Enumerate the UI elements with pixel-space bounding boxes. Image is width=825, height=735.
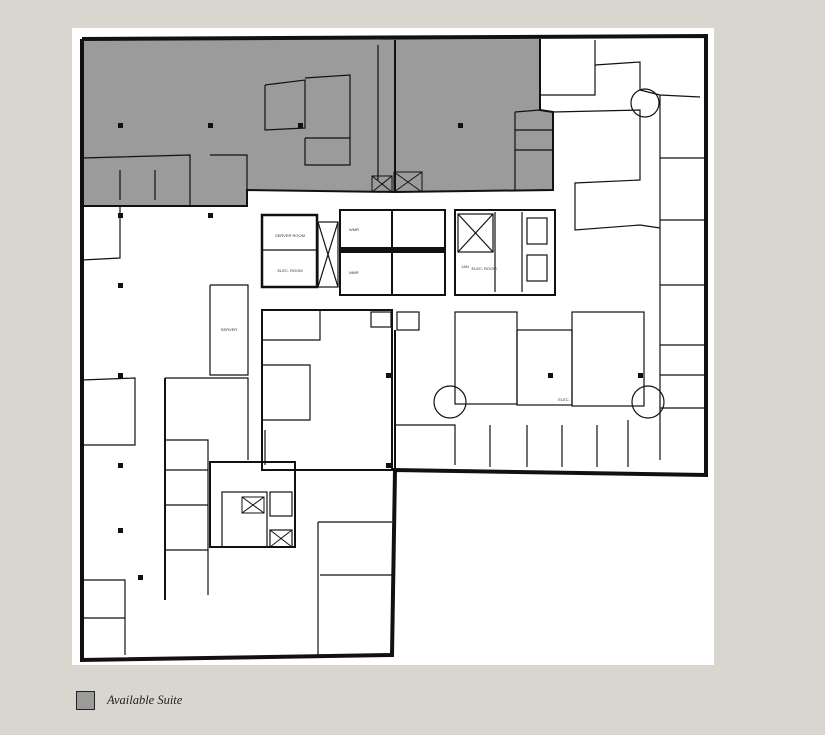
available-suite-area[interactable] bbox=[82, 39, 553, 206]
walls bbox=[80, 33, 708, 663]
room-label-elec: ELEC. bbox=[558, 397, 570, 402]
room-label-server: SERVER bbox=[221, 327, 237, 332]
room-label-jan: JAN bbox=[461, 264, 469, 269]
room-label-washroom-1: WMR bbox=[349, 227, 359, 232]
room-label-washroom-2: MMR bbox=[349, 270, 359, 275]
legend: Available Suite bbox=[76, 691, 182, 710]
columns bbox=[118, 123, 643, 580]
available-suite-swatch bbox=[76, 691, 95, 710]
legend-label: Available Suite bbox=[107, 693, 183, 707]
room-label-elec-room: ELEC. ROOM bbox=[277, 268, 302, 273]
room-label-elec-room-2: ELEC. ROOM bbox=[471, 266, 496, 271]
room-label-server-room: SERVER ROOM bbox=[275, 233, 305, 238]
elevators bbox=[241, 171, 423, 548]
